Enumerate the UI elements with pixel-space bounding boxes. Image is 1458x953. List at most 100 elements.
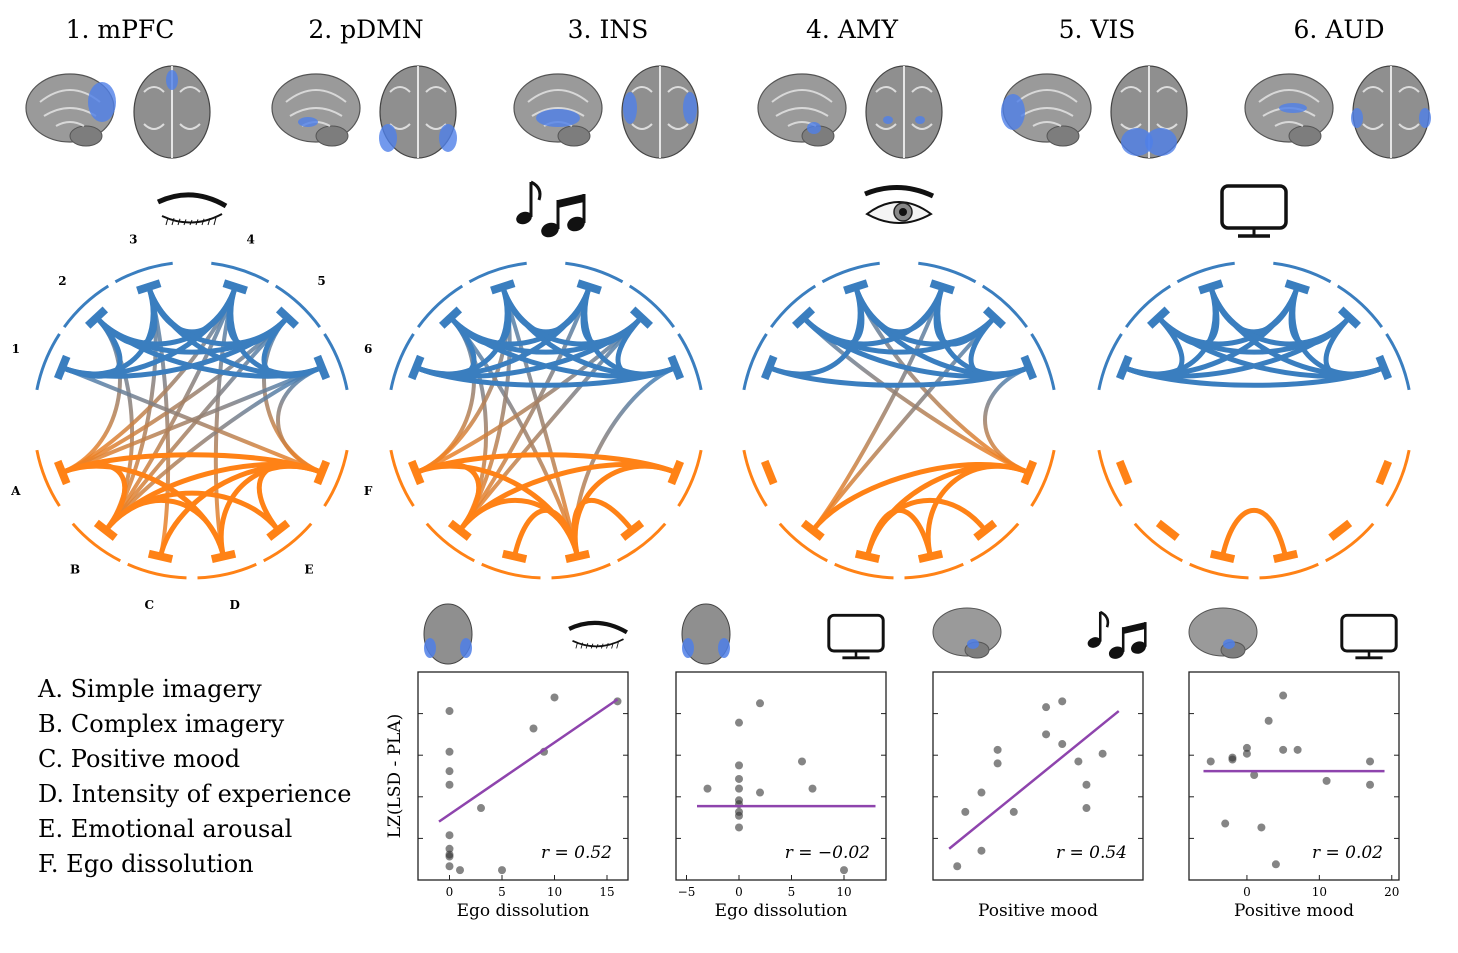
correlation-annotation: r = −0.02: [785, 843, 870, 863]
gyri: [389, 86, 447, 130]
edge-experience-experience: [865, 508, 933, 557]
data-point: [993, 759, 1002, 768]
network-title-mpfc: 1. mPFC: [66, 15, 175, 44]
network-node: [667, 354, 685, 381]
experience-node: [854, 549, 881, 564]
edge-experience-experience: [103, 497, 226, 557]
data-point: [445, 852, 454, 861]
legend-item-c: C. Positive mood: [38, 745, 240, 773]
data-point: [445, 747, 454, 756]
legend-item-e: E. Emotional arousal: [38, 815, 292, 843]
plot-frame: [1188, 671, 1400, 881]
experience-node-label: D: [230, 598, 240, 612]
network-ring-segment: [1385, 333, 1411, 391]
data-point: [445, 780, 454, 789]
experience-node: [760, 459, 778, 486]
experience-ring-segment: [677, 449, 703, 507]
experience-node-label: B: [70, 563, 80, 577]
experience-ring-segment: [127, 562, 187, 580]
data-point: [1098, 749, 1107, 758]
edge-experience-experience: [810, 462, 1030, 532]
correlation-annotation: r = 0.54: [1056, 843, 1127, 863]
network-ring-segment: [1273, 261, 1332, 284]
data-point: [1366, 757, 1375, 766]
network-node: [1147, 306, 1171, 329]
data-point: [1042, 730, 1051, 739]
network-ring-segment: [981, 284, 1029, 328]
edge-network-network: [615, 315, 677, 379]
data-point: [550, 693, 559, 702]
experience-node: [1328, 519, 1353, 541]
plot-frame: [417, 671, 629, 881]
network-node: [275, 306, 299, 329]
data-point: [1257, 823, 1266, 832]
network-overlay: [424, 638, 436, 658]
network-ring-segment: [274, 284, 322, 328]
data-point: [1221, 819, 1230, 828]
x-axis-label: Positive mood: [1234, 901, 1354, 921]
network-node-label: 1: [12, 342, 20, 356]
experience-node: [917, 549, 944, 564]
x-tick-label: 10: [547, 885, 562, 899]
data-point: [1264, 716, 1273, 725]
experience-node: [1020, 459, 1038, 486]
eyes-open-icon: [864, 184, 935, 224]
panel-brain: [681, 603, 731, 665]
data-point: [456, 866, 464, 875]
edge-experience-experience: [512, 508, 580, 557]
data-point: [1279, 745, 1288, 754]
cerebellum: [1288, 125, 1322, 147]
experience-node: [564, 549, 591, 564]
data-point: [808, 784, 817, 793]
experience-node: [147, 549, 174, 564]
y-axis-label: LZ(LSD - PLA): [385, 714, 405, 839]
network-node: [982, 306, 1006, 329]
network-overlay: [682, 638, 694, 658]
experience-node: [407, 459, 425, 486]
correlation-annotation: r = 0.52: [541, 843, 612, 863]
experience-ring-segment: [263, 522, 313, 563]
network-node: [439, 306, 463, 329]
experience-ring-segment: [742, 449, 768, 507]
network-node: [1020, 354, 1038, 381]
network-node: [313, 354, 331, 381]
experience-node: [973, 519, 998, 541]
data-point: [445, 844, 454, 853]
network-ring-segment: [62, 284, 110, 328]
gyri: [143, 86, 201, 130]
edge-network-experience: [983, 365, 1030, 475]
experience-ring-segment: [970, 522, 1020, 563]
network-node-label: 4: [247, 232, 255, 246]
brain-pair-5: [1001, 65, 1188, 159]
data-point: [977, 788, 986, 797]
network-node-label: 6: [364, 342, 372, 356]
edge-network-network: [261, 315, 323, 379]
data-point: [735, 718, 743, 727]
data-point: [477, 804, 485, 813]
experience-node: [1209, 549, 1236, 564]
experience-node-label: F: [364, 484, 373, 498]
experience-node: [210, 549, 237, 564]
edge-experience-experience: [256, 461, 323, 532]
network-titles: 1. mPFC 2. pDMN 3. INS 4. AMY 5. VIS 6. …: [66, 15, 1385, 44]
experience-ring-segment: [481, 562, 541, 580]
data-point: [1042, 703, 1051, 712]
network-node: [929, 279, 955, 295]
brain-pair-2: [271, 65, 457, 159]
network-title-vis: 5. VIS: [1059, 15, 1136, 44]
data-point: [1058, 740, 1067, 749]
data-point: [1082, 780, 1091, 789]
eyes-closed-icon: [568, 620, 628, 649]
experience-ring-segment: [904, 562, 964, 580]
data-point: [798, 757, 806, 766]
legend: A. Simple imagery B. Complex imagery C. …: [37, 675, 351, 878]
x-axis-label: Ego dissolution: [715, 901, 848, 921]
gyri: [1362, 86, 1420, 130]
experience-node-label: C: [144, 598, 154, 612]
data-point: [1074, 757, 1083, 766]
network-node-label: 3: [129, 232, 137, 246]
brain-pair-1: [25, 65, 211, 159]
edge-network-network: [968, 315, 1030, 379]
